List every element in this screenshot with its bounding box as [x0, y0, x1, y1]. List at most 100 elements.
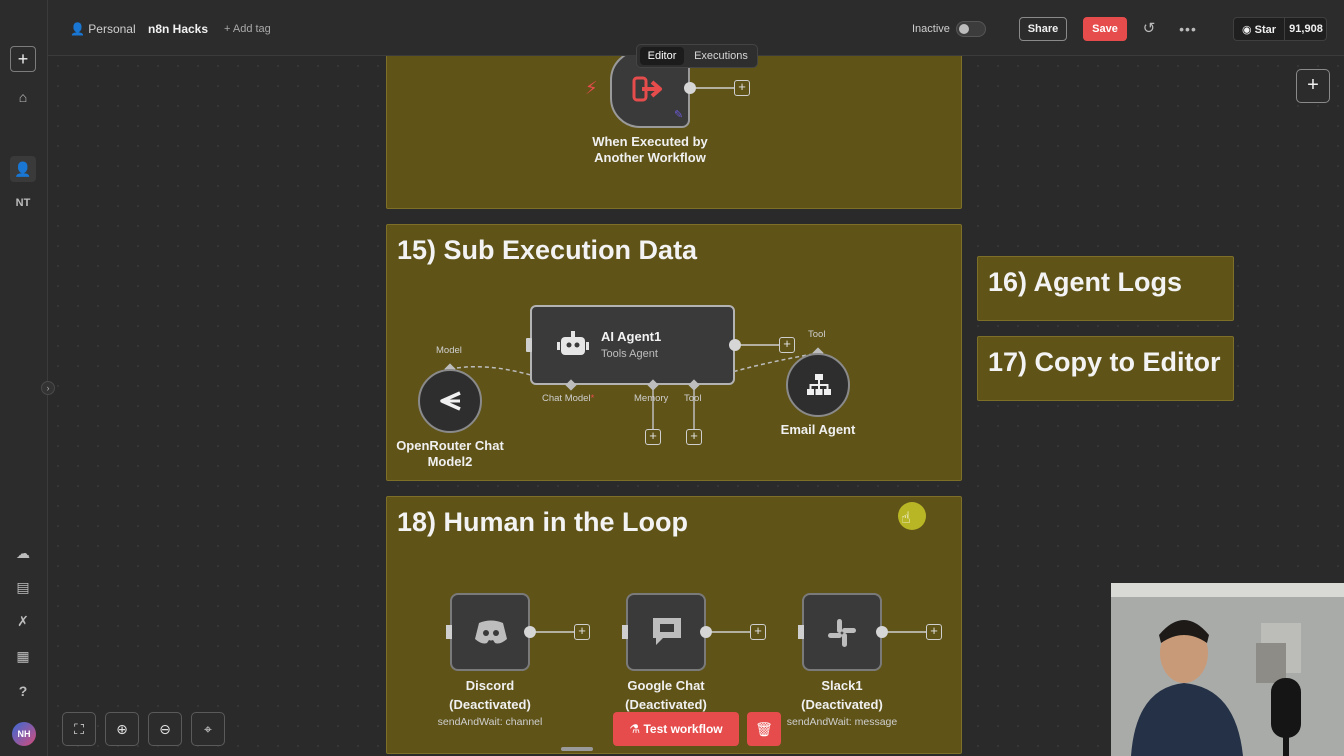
sidebar-personal-icon[interactable]: 👤	[10, 156, 36, 182]
user-icon: 👤	[70, 22, 89, 36]
email-agent-label: Email Agent	[780, 422, 856, 437]
top-bar: 👤 Personal n8n Hacks + Add tag Editor Ex…	[0, 0, 1344, 68]
sticky-title-16: 16) Agent Logs	[988, 267, 1183, 297]
webcam-overlay	[1111, 583, 1344, 756]
google-chat-add-node[interactable]: +	[750, 624, 766, 640]
hand-cursor-icon: ☝	[901, 510, 911, 527]
sticky-note-17[interactable]: 17) Copy to Editor	[977, 336, 1234, 401]
tab-executions[interactable]: Executions	[694, 50, 748, 62]
required-marker: *	[590, 393, 595, 404]
active-status-label: Inactive	[912, 23, 950, 35]
sticky-note-16[interactable]: 16) Agent Logs	[977, 256, 1234, 321]
email-agent-node[interactable]	[786, 353, 850, 417]
sticky-title-17: 17) Copy to Editor	[988, 347, 1221, 377]
slack-subtitle: sendAndWait: message	[786, 716, 898, 728]
trigger-bolt-icon: ⚡	[585, 78, 598, 98]
sitemap-icon	[807, 374, 831, 395]
google-chat-label-line2: (Deactivated)	[625, 697, 707, 712]
left-sidebar: + ⌂ 👤 NT ☁ ▤ ✗ ▦ ? NH	[0, 0, 48, 756]
openrouter-label-line1: OpenRouter Chat	[396, 438, 504, 453]
slack-output-handle[interactable]	[876, 626, 888, 638]
robot-icon	[557, 331, 589, 355]
active-toggle[interactable]	[956, 21, 986, 37]
pin-icon: ✎	[674, 109, 684, 121]
trigger-output-handle[interactable]	[684, 82, 696, 94]
insights-icon[interactable]: ▦	[16, 648, 30, 664]
add-tag-link[interactable]: + Add tag	[224, 23, 271, 35]
openrouter-node[interactable]	[418, 369, 482, 433]
execute-workflow-icon	[632, 76, 662, 102]
tool-port-label: Tool	[684, 393, 702, 404]
openrouter-icon	[440, 391, 461, 411]
test-workflow-button[interactable]: ⚗ Test workflow	[613, 712, 739, 746]
agent-title: AI Agent1	[601, 329, 662, 344]
trigger-label-line1: When Executed by	[592, 134, 708, 149]
google-chat-node[interactable]	[626, 593, 706, 671]
slack-label-line1: Slack1	[821, 678, 863, 693]
sticky-title-15: 15) Sub Execution Data	[397, 235, 698, 265]
discord-output-handle[interactable]	[524, 626, 536, 638]
variables-icon[interactable]: ✗	[17, 613, 29, 629]
google-chat-output-handle[interactable]	[700, 626, 712, 638]
discord-node[interactable]	[450, 593, 530, 671]
discord-label-line2: (Deactivated)	[449, 697, 531, 712]
zoom-in-button[interactable]: ⊕	[105, 712, 139, 746]
chat-model-port-label: Chat Model*	[542, 393, 594, 404]
sidebar-add-button[interactable]: +	[10, 46, 36, 72]
breadcrumb-personal-label: Personal	[88, 22, 136, 36]
google-chat-label-line1: Google Chat	[627, 678, 705, 693]
ai-agent-node[interactable]: AI Agent1 Tools Agent	[530, 305, 735, 385]
tidy-up-button[interactable]: ⌖	[191, 712, 225, 746]
avatar[interactable]: NH	[12, 722, 36, 746]
discord-add-node[interactable]: +	[574, 624, 590, 640]
github-star-label: ◉ Star	[1242, 23, 1276, 36]
memory-add-node[interactable]: +	[645, 429, 661, 445]
templates-icon[interactable]: ▤	[16, 579, 30, 595]
flask-icon: ⚗	[629, 722, 644, 736]
slack-icon	[828, 619, 856, 647]
agent-subtitle: Tools Agent	[601, 348, 658, 360]
slack-node[interactable]	[802, 593, 882, 671]
open-nodes-panel-button[interactable]: +	[1296, 69, 1330, 103]
google-chat-icon	[653, 618, 681, 645]
chat-model-label-text: Chat Model	[542, 393, 591, 404]
save-button[interactable]: Save	[1083, 17, 1127, 41]
home-icon[interactable]: ⌂	[18, 89, 28, 105]
discord-icon	[475, 620, 507, 644]
github-icon: ◉	[1242, 24, 1255, 36]
delete-button[interactable]: 🗑	[747, 712, 781, 746]
google-chat-input-handle[interactable]	[622, 625, 628, 639]
zoom-to-fit-button[interactable]: ⛶	[62, 712, 96, 746]
canvas-scroll-handle[interactable]	[561, 747, 593, 751]
trigger-add-node[interactable]: +	[734, 80, 750, 96]
sidebar-expand-icon[interactable]: ›	[41, 381, 55, 395]
github-star-count: 91,908	[1284, 18, 1327, 40]
tool-add-node[interactable]: +	[686, 429, 702, 445]
history-icon[interactable]: ↺	[1142, 20, 1156, 37]
agent-output-handle[interactable]	[729, 339, 741, 351]
workflow-name[interactable]: n8n Hacks	[148, 22, 209, 36]
slack-add-node[interactable]: +	[926, 624, 942, 640]
agent-input-handle[interactable]	[526, 338, 532, 352]
slack-input-handle[interactable]	[798, 625, 804, 639]
tool-right-port-label: Tool	[808, 329, 826, 340]
help-icon[interactable]: ?	[18, 683, 28, 699]
memory-port-label: Memory	[634, 393, 669, 404]
tab-editor[interactable]: Editor	[640, 47, 684, 65]
openrouter-label-line2: Model2	[427, 454, 473, 469]
breadcrumb-personal[interactable]: 👤 Personal	[70, 22, 136, 36]
more-options-icon[interactable]: •••	[1179, 21, 1197, 37]
zoom-out-button[interactable]: ⊖	[148, 712, 182, 746]
cloud-icon[interactable]: ☁	[16, 545, 30, 561]
agent-add-node[interactable]: +	[779, 337, 795, 353]
share-button[interactable]: Share	[1019, 17, 1067, 41]
trash-icon: 🗑	[755, 721, 773, 737]
discord-subtitle: sendAndWait: channel	[437, 716, 543, 728]
cursor-highlight	[898, 502, 926, 530]
github-star-button[interactable]: ◉ Star 91,908	[1233, 17, 1327, 41]
sidebar-project-nt[interactable]: NT	[15, 197, 31, 209]
github-star-text: Star	[1254, 24, 1277, 36]
discord-input-handle[interactable]	[446, 625, 452, 639]
editor-tabs: Editor Executions	[636, 44, 758, 68]
discord-label-line1: Discord	[465, 678, 515, 693]
